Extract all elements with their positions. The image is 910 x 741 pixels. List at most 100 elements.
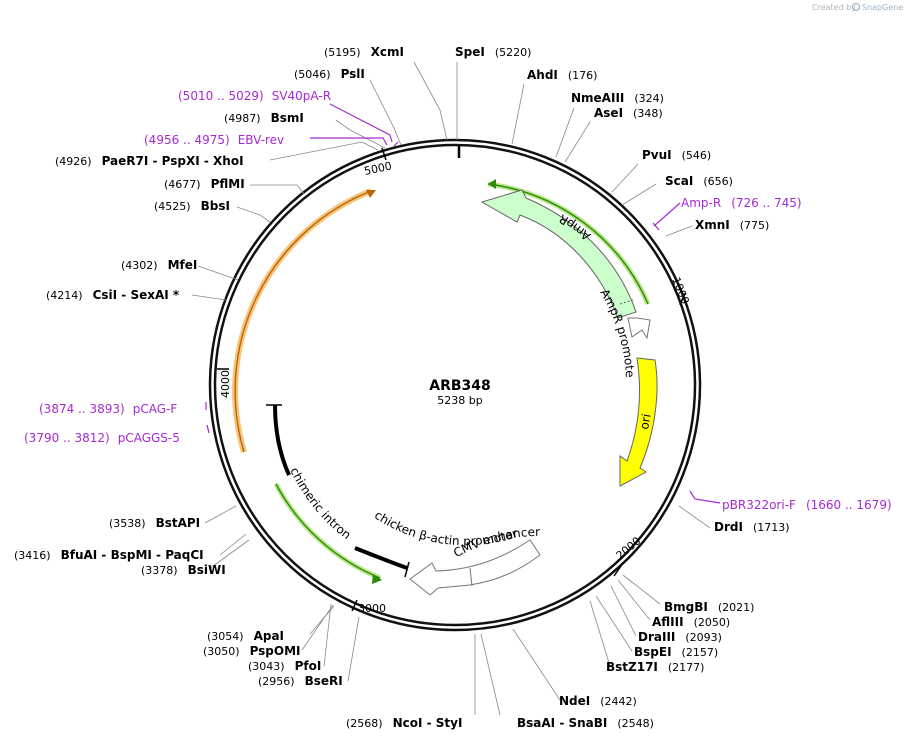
site-asei: AseI (348) <box>594 106 663 120</box>
site-position: (4525) <box>154 200 191 213</box>
tick-label-3000: 3000 <box>358 602 386 615</box>
intron-arrowhead <box>372 574 382 584</box>
site-position: (3043) <box>248 660 285 673</box>
primer-sv40pa-r: (5010 .. 5029)SV40pA-R <box>178 89 331 103</box>
primer-pbr322ori-f: pBR322ori-F (1660 .. 1679) <box>722 498 892 512</box>
site-name: XmnI <box>695 218 730 232</box>
ori-label: ori <box>637 413 653 431</box>
primer-name: pBR322ori-F <box>722 498 796 512</box>
tick-label-5000: 5000 <box>363 159 393 178</box>
site-name: PflMI <box>211 177 245 191</box>
site-name: AseI <box>594 106 623 120</box>
primer-ebv-rev: (4956 .. 4975) EBV-rev <box>144 133 284 147</box>
site-position: (5046) <box>294 68 331 81</box>
created-by-label: Created by <box>812 3 856 12</box>
primer-name: SV40pA-R <box>272 89 331 103</box>
site-position: (5220) <box>495 46 532 59</box>
site-position: (4214) <box>46 289 83 302</box>
site-pflmi: (4677) PflMI <box>164 177 245 191</box>
site-scai: ScaI(656) <box>665 174 733 188</box>
site-name: BsmI <box>271 111 304 125</box>
intron-line <box>275 483 381 579</box>
orf-highlight <box>232 188 373 453</box>
site-position: (4987) <box>224 112 261 125</box>
site-sexai-group: (4214) CsiI - SexAI * <box>46 288 180 302</box>
site-name: PaeR7I - PspXI - XhoI <box>102 154 244 168</box>
site-name: PvuI <box>642 148 672 162</box>
site-name: DraIII <box>638 630 675 644</box>
ampr-feature <box>480 189 637 319</box>
site-bsiwi: (3378)BsiWI <box>141 563 226 577</box>
site-mfei: (4302)MfeI <box>121 258 197 272</box>
actin-promoter-end <box>404 561 410 578</box>
site-pvui: PvuI (546) <box>642 148 711 162</box>
cmv-enhancer-feature <box>409 539 541 596</box>
site-name: BbsI <box>201 199 230 213</box>
site-position: (775) <box>740 219 770 232</box>
site-bseri: (2956)BseRI <box>258 674 343 688</box>
site-xmni: XmnI (775) <box>695 218 769 232</box>
orf-line <box>234 190 372 453</box>
site-name: AhdI <box>527 68 558 82</box>
chimeric-intron-label: chimeric intron <box>287 465 353 542</box>
ori-feature <box>619 357 658 487</box>
site-position: (2548) <box>617 717 654 730</box>
actin-promoter-bar <box>354 546 408 570</box>
site-name: XcmI <box>371 45 404 59</box>
site-name: BfuAI - BspMI - PaqCI <box>61 548 204 562</box>
coordinate-ticks <box>217 147 686 612</box>
site-name: CsiI - SexAI * <box>93 288 180 302</box>
primer-range: (3874 .. 3893) <box>39 402 125 416</box>
promoter-divider <box>469 567 473 587</box>
site-position: (656) <box>703 175 733 188</box>
primer-range: (4956 .. 4975) <box>144 133 230 147</box>
site-position: (1713) <box>753 521 790 534</box>
site-name: NdeI <box>559 694 590 708</box>
site-name: PfoI <box>295 659 322 673</box>
site-apai: (3054)ApaI <box>207 629 284 643</box>
site-bstapi: (3538)BstAPI <box>109 516 200 530</box>
site-position: (3050) <box>203 645 240 658</box>
site-position: (546) <box>682 149 712 162</box>
site-bspei: BspEI(2157) <box>634 645 718 659</box>
site-draiii: DraIII(2093) <box>638 630 722 644</box>
primer-range: (1660 .. 1679) <box>806 498 892 512</box>
site-position: (348) <box>633 107 663 120</box>
site-ahdi: AhdI (176) <box>527 68 597 82</box>
site-xcmi: (5195)XcmI <box>324 45 404 59</box>
site-position: (2050) <box>694 616 731 629</box>
primer-name: pCAG-F <box>133 402 178 416</box>
site-ndei: NdeI(2442) <box>559 694 637 708</box>
site-bstz17i: BstZ17I(2177) <box>606 660 704 674</box>
ampr-orf-arrowhead <box>488 179 496 189</box>
primer-pcaggs-5: (3790 .. 3812)pCAGGS-5 <box>24 431 180 445</box>
plasmid-length: 5238 bp <box>437 394 482 407</box>
site-position: (4677) <box>164 178 201 191</box>
site-position: (2956) <box>258 675 295 688</box>
primer-name: EBV-rev <box>238 133 284 147</box>
site-xhoi-group: (4926)PaeR7I - PspXI - XhoI <box>55 154 244 168</box>
primer-pcag-f: (3874 .. 3893) pCAG-F <box>39 402 177 416</box>
site-name: PslI <box>341 67 365 81</box>
site-pspomi: (3050)PspOMI <box>203 644 301 658</box>
site-position: (176) <box>568 69 598 82</box>
site-name: BstZ17I <box>606 660 658 674</box>
site-position: (3378) <box>141 564 178 577</box>
backbone-outer-ring <box>208 138 702 632</box>
site-name: AflIII <box>652 615 684 629</box>
primer-range: (3790 .. 3812) <box>24 431 110 445</box>
site-bsmi: (4987) BsmI <box>224 111 304 125</box>
site-drdi: DrdI (1713) <box>714 520 790 534</box>
site-name: DrdI <box>714 520 743 534</box>
site-position: (3416) <box>14 549 51 562</box>
site-nmeaiii: NmeAIII(324) <box>571 91 664 105</box>
tick-label-1000: 1000 <box>669 275 692 306</box>
intron-highlight <box>273 482 381 581</box>
plasmid-name: ARB348 <box>429 378 491 394</box>
site-pfoi: (3043) PfoI <box>248 659 321 673</box>
backbone-inner-ring <box>213 143 697 627</box>
primer-name: Amp-R <box>681 196 721 210</box>
site-name: BsaAI - SnaBI <box>517 716 607 730</box>
site-position: (2021) <box>718 601 755 614</box>
